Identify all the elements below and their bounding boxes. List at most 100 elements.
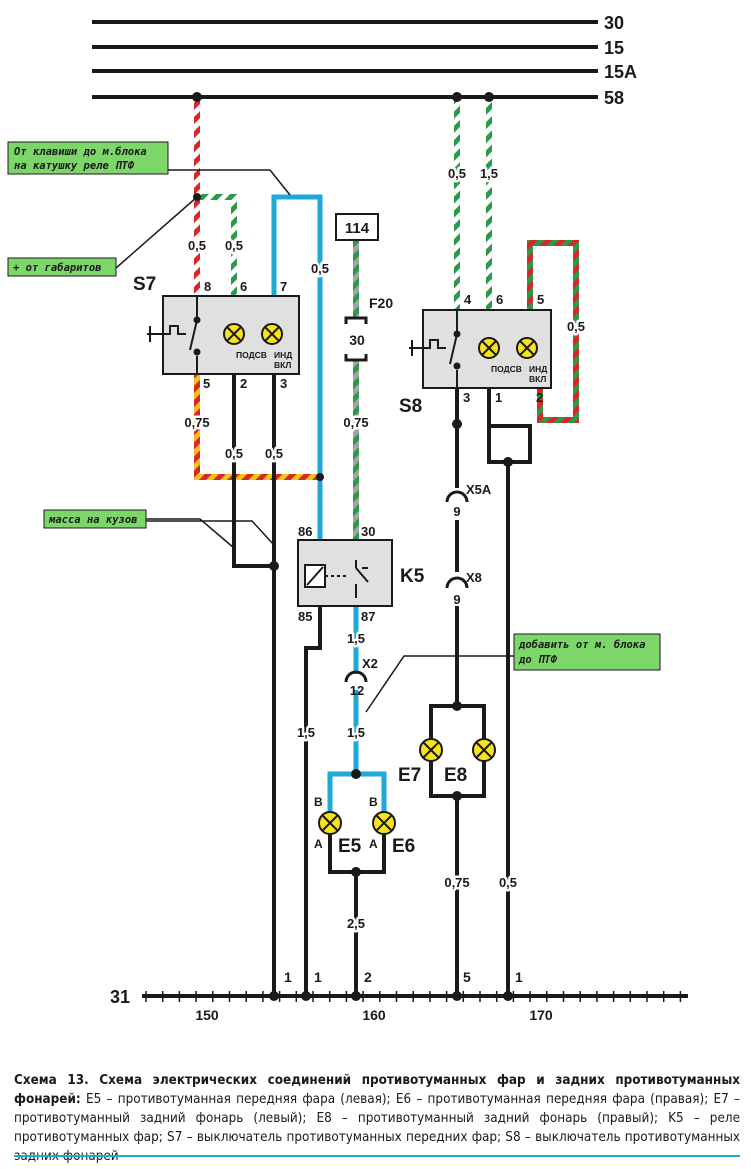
switch-s8: S8 4 6 5 3 1 2 ПОДСВ ИНД ВКЛ bbox=[399, 292, 552, 417]
k5-pin: 87 bbox=[361, 609, 375, 624]
mass-note-text: масса на кузов bbox=[48, 514, 138, 526]
wire-label: 0,5 bbox=[311, 261, 329, 276]
bus-15a-label: 15A bbox=[604, 62, 637, 82]
ground-pin-label: 2 bbox=[364, 969, 372, 985]
ground-pin-label: 1 bbox=[314, 969, 322, 985]
coil-note-line1: От клавиши до м.блока bbox=[14, 146, 147, 158]
coil-note-leader bbox=[168, 169, 291, 196]
gabarit-note-box bbox=[7, 257, 117, 277]
fuse-rating-label: 30 bbox=[349, 332, 365, 348]
lamp-e8-icon bbox=[472, 738, 496, 762]
fuse-block-label: 114 bbox=[345, 220, 370, 237]
caption-text: E5 – противотуманная передняя фара (лева… bbox=[14, 1092, 740, 1164]
junction-dot bbox=[192, 92, 202, 102]
k5-pin: 86 bbox=[298, 524, 312, 539]
x5a-pin: 9 bbox=[453, 504, 460, 519]
wire-label: 1,5 bbox=[297, 725, 315, 740]
e5-label: E5 bbox=[338, 836, 362, 857]
s7-lamp-backlight-icon bbox=[223, 323, 245, 345]
junction-dot bbox=[452, 92, 462, 102]
lamp-e7-icon bbox=[419, 738, 443, 762]
caption-divider bbox=[14, 1155, 740, 1157]
x2-connector-icon bbox=[344, 670, 368, 683]
ground-scale-label: 170 bbox=[529, 1007, 553, 1023]
s7-lamp2-label: ВКЛ bbox=[274, 360, 291, 370]
coil-note-box bbox=[7, 141, 169, 175]
relay-k5: K5 86 30 85 87 bbox=[297, 524, 425, 624]
wires bbox=[194, 97, 579, 996]
junction-dot bbox=[452, 701, 462, 711]
e6-pin-b: В bbox=[369, 795, 378, 809]
s8-lamp-backlight-icon bbox=[478, 337, 500, 359]
ground-scale-label: 150 bbox=[195, 1007, 219, 1023]
s7-switch-symbol bbox=[147, 296, 201, 374]
ground-scale-label: 160 bbox=[362, 1007, 386, 1023]
s8-pin: 6 bbox=[496, 292, 503, 307]
s7-pin: 6 bbox=[240, 279, 247, 294]
wiring-diagram: 30 1 5 15A 58 bbox=[7, 13, 688, 1023]
diagram-caption: Схема 13. Схема электрических соединений… bbox=[14, 1071, 740, 1166]
x2-pin: 12 bbox=[350, 683, 364, 698]
power-buses bbox=[92, 20, 598, 99]
e5-pin-a: А bbox=[314, 837, 323, 851]
bus-30-label: 30 bbox=[604, 13, 624, 33]
bus-58-label: 58 bbox=[604, 88, 624, 108]
s8-lamp-indicator-icon bbox=[516, 337, 538, 359]
s7-lamp2-label: ИНД bbox=[274, 350, 292, 360]
lamp-e6-icon bbox=[372, 811, 396, 835]
wire-s8-5-loop bbox=[527, 240, 579, 423]
x5a-connector-icon bbox=[445, 490, 469, 503]
e7-label: E7 bbox=[398, 765, 421, 786]
wire-s7-6 bbox=[197, 194, 237, 296]
caption-title: Схема 13. Схема электрических соединений… bbox=[14, 1073, 740, 1107]
s8-label: S8 bbox=[399, 396, 422, 417]
s7-pin: 8 bbox=[204, 279, 211, 294]
x8-connector-icon bbox=[445, 576, 469, 589]
s8-pin: 2 bbox=[536, 390, 543, 405]
wire-label: 0,5 bbox=[225, 238, 243, 253]
wire-s8-1 bbox=[487, 388, 532, 996]
add-note-leader bbox=[365, 655, 514, 713]
gabarit-note-leader bbox=[115, 196, 198, 269]
ground-pin-label: 5 bbox=[463, 969, 471, 985]
wire-label: 0,75 bbox=[343, 415, 368, 430]
coil-note-line2: на катушку реле ПТФ bbox=[14, 160, 135, 172]
junction-dot bbox=[351, 867, 361, 877]
k5-coil-icon bbox=[304, 560, 369, 598]
gabarit-note-text: + от габаритов bbox=[13, 262, 102, 274]
note-callouts: От клавиши до м.блока на катушку реле ПТ… bbox=[7, 141, 661, 713]
add-note-line1: добавить от м. блока bbox=[518, 639, 645, 651]
k5-label: K5 bbox=[400, 566, 425, 587]
s7-pin: 7 bbox=[280, 279, 287, 294]
s8-switch-symbol bbox=[409, 310, 461, 388]
junction-dot bbox=[269, 561, 279, 571]
s8-lamp2-label: ВКЛ bbox=[529, 374, 546, 384]
wire-label: 0,5 bbox=[225, 446, 243, 461]
x5a-label: X5A bbox=[466, 482, 492, 497]
ground-bus-ticks bbox=[145, 991, 682, 1002]
s8-pin: 3 bbox=[463, 390, 470, 405]
wire-label: 0,75 bbox=[444, 875, 469, 890]
e8-label: E8 bbox=[444, 765, 467, 786]
x8-pin: 9 bbox=[453, 592, 460, 607]
s8-lamp1-label: ПОДСВ bbox=[491, 364, 522, 374]
lamp-e5-icon bbox=[318, 811, 342, 835]
add-note-line2: до ПТФ bbox=[518, 654, 558, 666]
ground-bus: 31 150 160 170 1 1 2 5 1 bbox=[110, 969, 688, 1023]
switch-s7: S7 8 6 7 5 2 3 ПОДСВ ИНД ВКЛ bbox=[133, 274, 300, 391]
mass-note-box bbox=[43, 509, 147, 529]
k5-pin: 85 bbox=[298, 609, 312, 624]
s7-label: S7 bbox=[133, 274, 156, 295]
wire-label: 0,5 bbox=[499, 875, 517, 890]
s7-lamp1-label: ПОДСВ bbox=[236, 350, 267, 360]
wire-s7-7-blue bbox=[271, 194, 323, 540]
wire-k5-85 bbox=[304, 606, 322, 996]
junction-dot bbox=[503, 457, 513, 467]
fuse-bracket-icon bbox=[344, 316, 368, 362]
rear-fog-lamps: E7 E8 bbox=[398, 738, 496, 786]
wire-label: 0,5 bbox=[448, 166, 466, 181]
wire-s7-2 bbox=[232, 374, 274, 568]
wire-label: 0,5 bbox=[265, 446, 283, 461]
k5-pin: 30 bbox=[361, 524, 375, 539]
ground-pin-label: 1 bbox=[284, 969, 292, 985]
